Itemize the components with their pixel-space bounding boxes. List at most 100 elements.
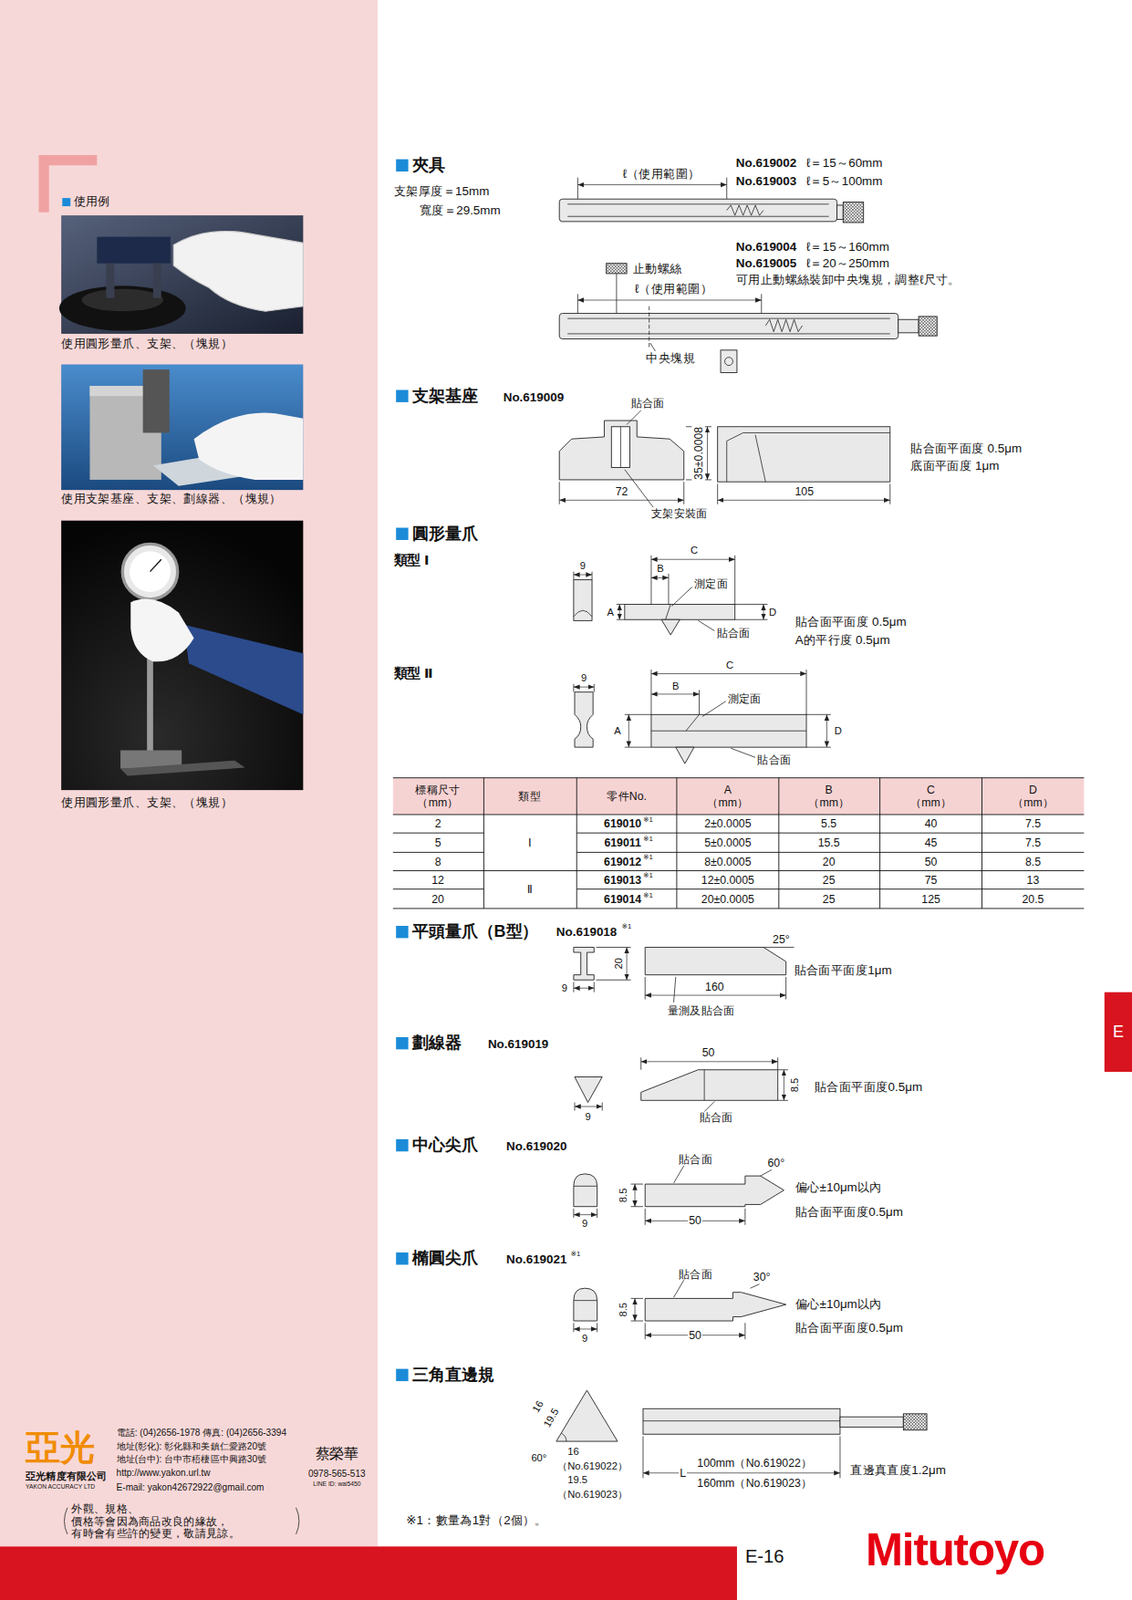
annotation-text: 測定面	[694, 577, 728, 591]
annotation-text: 貼合面	[716, 626, 751, 640]
annotation-text: ℓ＝15～160mm	[806, 240, 890, 255]
dimension-text: （No.619023）	[557, 1488, 628, 1501]
part-number: No.619002	[736, 155, 797, 170]
part-number: 619014	[603, 892, 642, 905]
table-cell: 125	[921, 892, 941, 905]
annotation-text: 貼合面	[757, 752, 791, 766]
scriber-drawing	[704, 1100, 715, 1112]
round-jaw-drawing	[573, 574, 592, 576]
round-jaw-drawing	[573, 580, 592, 622]
base-drawing	[620, 426, 622, 468]
page-background	[0, 0, 738, 1600]
part-number: No.619009	[503, 391, 564, 406]
table-cell: ※1	[643, 890, 654, 899]
dimension-text: 16	[529, 1397, 546, 1415]
straight-edge-drawing	[643, 1472, 841, 1474]
table-cell: ※1	[643, 852, 654, 862]
round-jaw-drawing	[826, 714, 828, 748]
dimension-text: A	[612, 725, 623, 738]
elliptic-point-drawing	[674, 1279, 760, 1298]
dimension-text: 9	[560, 982, 569, 995]
annotation-text: ℓ＝20～250mm	[806, 257, 890, 271]
heading-marker	[395, 1252, 408, 1265]
elliptic-point-drawing	[573, 1322, 598, 1332]
table-cell: 5	[435, 836, 442, 850]
footer-text: 地址(彰化): 彰化縣和美鎮仁愛路20號	[116, 1441, 268, 1453]
dimension-text: L	[678, 1466, 687, 1480]
usage-photo	[149, 559, 161, 572]
scriber-drawing	[641, 1060, 779, 1062]
section-heading: 橢圓尖爪	[412, 1248, 478, 1268]
annotation-text: 可用止動螺絲裝卸中央塊規，調整ℓ尺寸。	[736, 273, 961, 288]
table-cell: A （mm）	[705, 783, 750, 810]
elliptic-point-drawing	[573, 1287, 598, 1321]
heading-marker	[395, 925, 408, 938]
center-point-drawing	[573, 1214, 598, 1216]
part-number: 619013	[603, 873, 642, 887]
tab-letter: E	[1112, 1022, 1124, 1042]
page-number: E-16	[745, 1546, 785, 1568]
center-point-drawing	[573, 1173, 598, 1207]
part-number: No.619003	[736, 174, 797, 188]
table-cell: 25	[822, 873, 836, 887]
usage-photo	[122, 543, 177, 599]
table-cell: ※1	[643, 872, 654, 881]
dimension-text: C	[689, 544, 699, 557]
flat-jaw-drawing	[644, 946, 786, 975]
holder-drawing	[577, 184, 727, 186]
table-cell: C （mm）	[908, 783, 954, 810]
part-number: 619010	[603, 817, 642, 831]
straight-edge-drawing	[643, 1408, 841, 1434]
holder-drawing	[559, 198, 837, 222]
page-background	[0, 0, 378, 1547]
holder-drawing	[837, 205, 844, 220]
dimension-text: 9	[583, 1111, 592, 1123]
dimension-text: 9	[579, 560, 587, 572]
holder-drawing	[559, 313, 899, 340]
straight-edge-drawing	[840, 1416, 904, 1427]
annotation-text: 使用圓形量爪、支架、（塊規）	[61, 796, 233, 811]
base-drawing	[717, 426, 891, 482]
flat-jaw-drawing	[573, 946, 795, 1002]
footer-text: http://www.yakon.url.tw	[116, 1467, 211, 1479]
dimension-text: 160	[704, 980, 726, 994]
dimension-text: 50	[687, 1329, 703, 1342]
usage-photo	[153, 263, 162, 299]
annotation-text: 貼合面	[678, 1152, 713, 1166]
dimension-text: （No.619022）	[557, 1459, 628, 1472]
table-cell: 7.5	[1025, 836, 1041, 850]
usage-photo	[183, 624, 303, 715]
annotation-text: 貼合面平面度1μm	[794, 963, 893, 977]
usage-photo	[120, 760, 246, 777]
table-cell: 15.5	[818, 836, 841, 850]
round-jaw-drawing	[675, 747, 695, 764]
round-jaw-drawing	[573, 686, 594, 688]
round-jaw-drawing	[651, 559, 736, 561]
footer-text: 電話: (04)2656-1978 傳真: (04)2656-3394	[116, 1427, 287, 1439]
base-drawing	[717, 499, 891, 501]
table-cell: 25	[822, 892, 836, 905]
round-jaw-drawing	[651, 693, 700, 695]
footer-text: YAKON ACCURACY LTD	[25, 1484, 95, 1492]
annotation-text: 貼合面	[631, 396, 665, 410]
dimension-text: 35±0.0008	[691, 425, 705, 481]
annotation-text: A的平行度 0.5μm	[795, 633, 891, 648]
table-cell: 20	[822, 854, 836, 868]
section-tab: E	[1104, 992, 1132, 1072]
round-jaw-drawing	[735, 603, 769, 620]
annotation-text: 量測及貼合面	[667, 1004, 736, 1018]
footer-text: 0978-565-513	[308, 1468, 366, 1480]
usage-photo	[105, 263, 115, 299]
elliptic-point-drawing	[644, 1292, 786, 1321]
usage-photo	[194, 412, 304, 480]
dimension-text: 50	[687, 1214, 703, 1227]
table-cell: 12	[431, 873, 445, 887]
scriber-drawing	[574, 1077, 603, 1103]
round-jaw-drawing	[628, 714, 630, 748]
table-cell: Ⅰ	[528, 836, 532, 850]
annotation-text: 止動螺絲	[633, 262, 683, 277]
flat-jaw-drawing	[596, 946, 632, 980]
dimension-text: D	[768, 606, 778, 619]
annotation-text: 使用圓形量爪、支架、（塊規）	[61, 336, 233, 351]
